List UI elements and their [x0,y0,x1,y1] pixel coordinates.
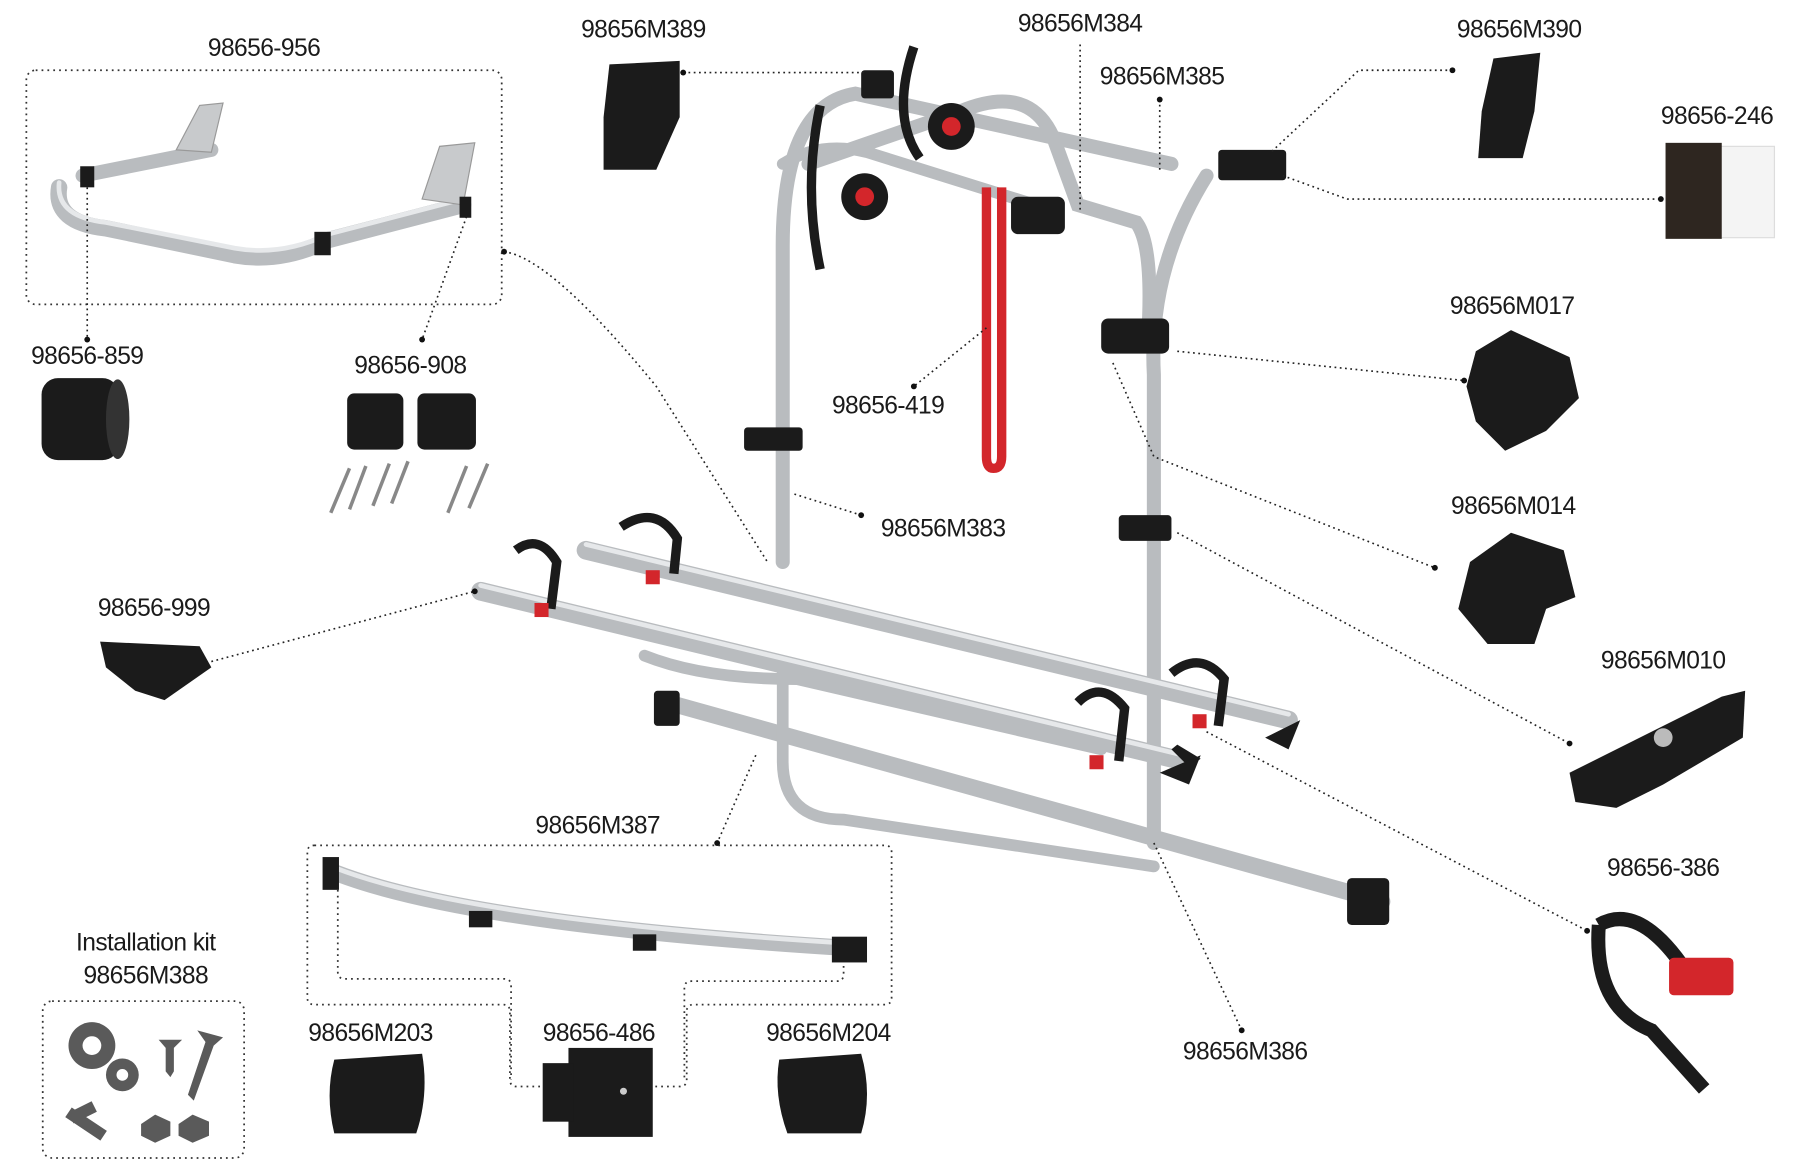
label-98656-956: 98656-956 [208,35,320,62]
label-98656M014: 98656M014 [1451,493,1576,520]
group-box-upper-frame [25,69,503,306]
label-installation-kit: Installation kit [76,930,216,957]
label-98656-908: 98656-908 [354,353,466,380]
label-98656M383: 98656M383 [881,515,1006,542]
wheel-strap-part [1591,912,1734,1094]
wall-support-part-left [603,60,680,170]
installation-kit-icons [65,1022,224,1143]
label-98656M384: 98656M384 [1018,11,1143,38]
label-98656-419: 98656-419 [832,392,944,419]
wall-support-part-right [1478,52,1541,159]
lower-bar-part [322,857,868,963]
small-knob-part [1458,532,1576,644]
end-cap-right-part [777,1053,868,1134]
label-98656M204: 98656M204 [766,1020,891,1047]
end-cap-left-part [329,1053,425,1134]
label-98656-486: 98656-486 [543,1020,655,1047]
label-98656M203: 98656M203 [308,1020,433,1047]
label-98656-859: 98656-859 [31,343,143,370]
label-98656M386: 98656M386 [1183,1039,1308,1066]
label-98656M017: 98656M017 [1450,293,1575,320]
label-98656-999: 98656-999 [98,595,210,622]
upper-frame-part [50,102,476,266]
nut-icon [178,1114,209,1143]
leader-lines [84,44,1664,1034]
label-98656-386: 98656-386 [1607,855,1719,882]
bushings-rivets-part [329,393,490,514]
large-knob-part [1466,330,1579,451]
label-98656-246: 98656-246 [1661,103,1773,130]
nut-icon [141,1114,171,1143]
bike-holder-part [1569,690,1746,808]
screw-icon [158,1039,183,1078]
group-box-install-kit [41,1000,246,1159]
bike-rack-assembly [471,45,1391,925]
pad-part [1665,142,1776,239]
wheel-holder-part [100,641,212,701]
round-end-cap-part [41,378,130,461]
label-98656M390: 98656M390 [1457,16,1582,43]
chain-icon [65,1101,107,1141]
label-98656M387: 98656M387 [535,813,660,840]
bracket-plate-part [542,1047,653,1137]
label-98656M389: 98656M389 [581,16,706,43]
label-98656M388: 98656M388 [83,963,208,990]
label-98656M010: 98656M010 [1601,648,1726,675]
screw-icon [187,1030,224,1101]
label-98656M385: 98656M385 [1100,63,1225,90]
